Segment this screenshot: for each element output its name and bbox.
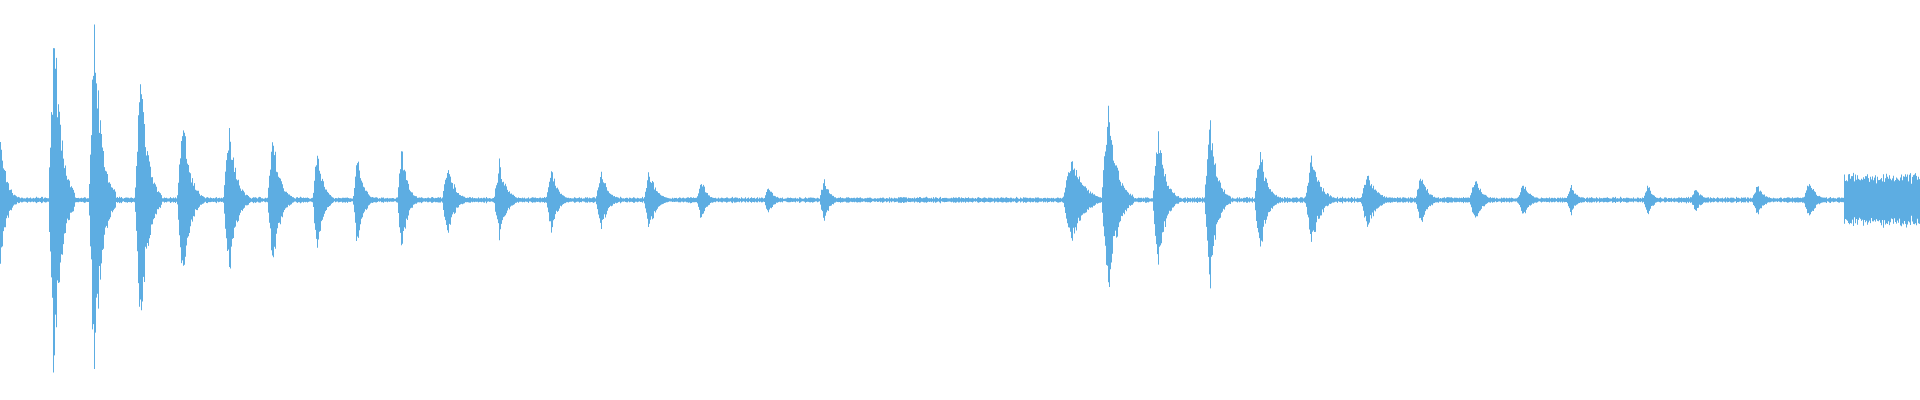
- waveform-path: [0, 24, 1920, 373]
- waveform-samples: [0, 24, 1920, 373]
